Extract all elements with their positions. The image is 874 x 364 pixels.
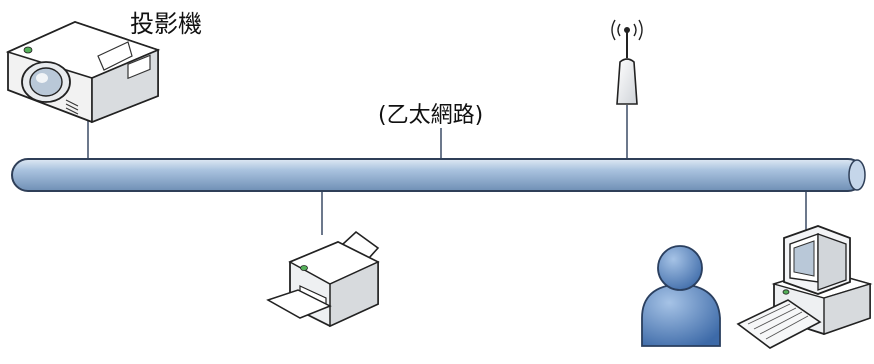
network-label: (乙太網路) xyxy=(378,103,484,128)
projector-icon xyxy=(5,21,161,124)
printer-icon xyxy=(266,230,380,328)
ethernet-cable xyxy=(11,158,866,192)
projector-label: 投影機 xyxy=(130,10,202,38)
computer-icon xyxy=(736,225,873,349)
user-icon xyxy=(641,245,721,347)
antenna-icon xyxy=(611,19,643,105)
connector-lines xyxy=(87,105,807,235)
